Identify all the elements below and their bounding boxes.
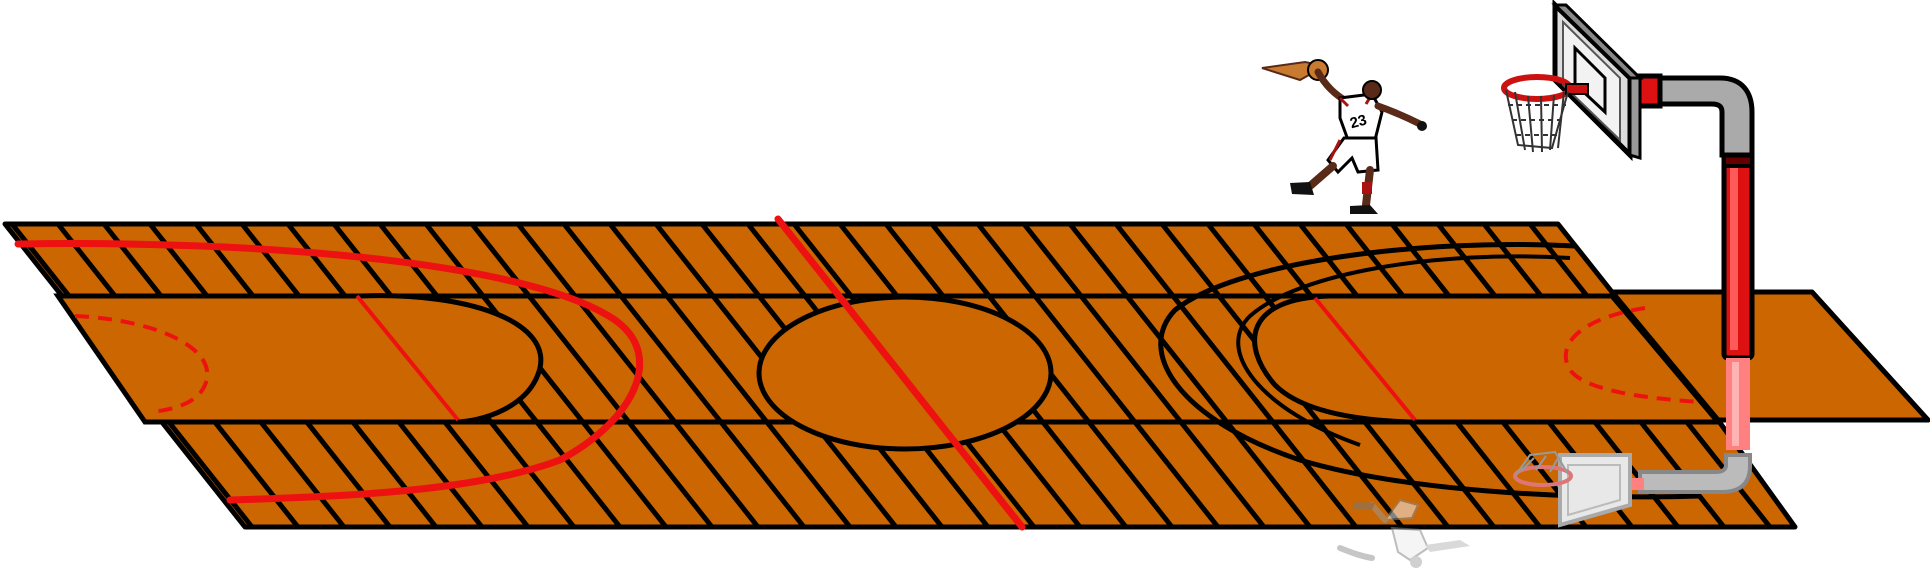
player-dunking-icon: 23 [1261,59,1427,214]
floor-board-line [1896,224,1928,527]
center-circle [756,294,1054,452]
left-lane [53,293,544,425]
svg-text:23: 23 [1348,112,1369,133]
floor-board-line [1068,224,1312,527]
floor-board-line [608,224,852,527]
floor-board-line [562,224,806,527]
right-lane [1252,293,1724,425]
basketball-hoop-icon [1501,0,1755,361]
right-free-throw-arc [1563,306,1701,404]
floor-board-line [1114,224,1358,527]
right-outer-arc [1236,254,1571,447]
player-reflection-icon [1337,498,1470,568]
right-lane-red-line [1313,296,1417,422]
left-three-point-arc [14,240,644,504]
floor-board-line [470,224,714,527]
left-free-throw-arc [74,314,210,414]
right-three-point-arc [1158,242,1701,500]
half-court-line [774,215,1026,531]
hoop-reflection-icon [1513,358,1752,528]
floor-board-line [1022,224,1266,527]
left-lane-red-line [355,294,460,422]
floor-board-line [976,224,1220,527]
